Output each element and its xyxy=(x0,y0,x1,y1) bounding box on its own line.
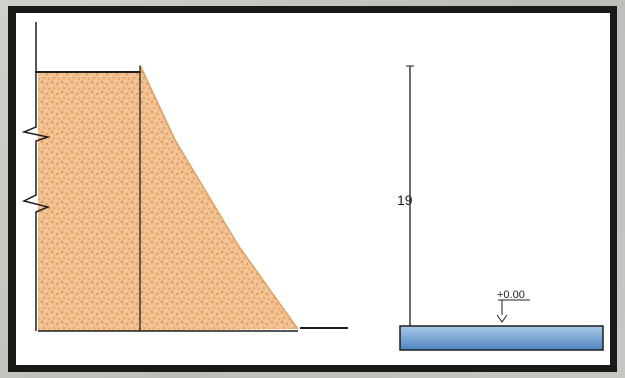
water-body xyxy=(399,325,604,351)
soil-slope xyxy=(140,65,298,331)
soil-backfill xyxy=(38,72,140,331)
elevation-marker-icon xyxy=(496,314,508,323)
slope-edge xyxy=(139,64,299,330)
elevation-label: +0.00 xyxy=(497,289,525,301)
height-label: 19 xyxy=(397,192,413,208)
break-line-icon xyxy=(21,22,51,331)
